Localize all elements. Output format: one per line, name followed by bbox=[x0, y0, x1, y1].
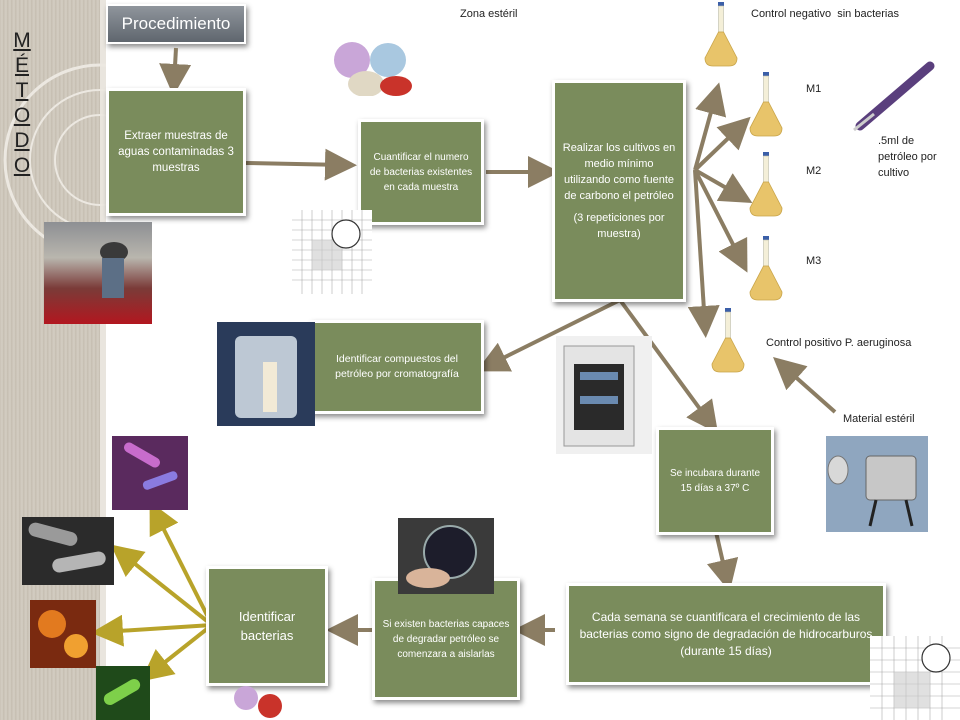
incubator-photo bbox=[556, 336, 652, 454]
title-letter: M bbox=[13, 29, 31, 52]
title-letter: T bbox=[15, 79, 29, 102]
cultures-text: Realizar los cultivos en medio mínimo ut… bbox=[562, 142, 676, 202]
arrow bbox=[140, 623, 214, 682]
title-letter: O bbox=[13, 154, 31, 177]
arrow bbox=[694, 168, 753, 203]
extract-samples-box: Extraer muestras de aguas contaminadas 3… bbox=[106, 88, 246, 216]
procedure-header: Procedimiento bbox=[106, 4, 246, 44]
petri-dishes-image-small bbox=[232, 682, 288, 720]
title-letter: É bbox=[14, 54, 29, 77]
bacteria-image-green bbox=[96, 666, 150, 720]
arrow bbox=[159, 47, 192, 96]
sidebar-edge bbox=[100, 0, 106, 720]
arrow bbox=[693, 116, 751, 172]
bacteria-image-gray bbox=[22, 517, 114, 585]
identify-bacteria-box: Identificar bacterias bbox=[206, 566, 328, 686]
arrow bbox=[476, 298, 621, 372]
petri-dishes-image bbox=[332, 38, 420, 96]
arrow bbox=[110, 544, 214, 627]
identify-compounds-box: Identificar compuestos del petróleo por … bbox=[310, 320, 484, 414]
counting-grid-image-2 bbox=[870, 636, 960, 720]
weekly-quantify-box: Cada semana se cuantificara el crecimien… bbox=[566, 583, 886, 685]
title-letter: D bbox=[14, 129, 30, 152]
arrow bbox=[693, 82, 727, 171]
title-letter: O bbox=[13, 104, 31, 127]
sterile-material-label: Material estéril bbox=[843, 413, 915, 425]
arrow bbox=[245, 148, 357, 181]
m2-label: M2 bbox=[806, 165, 822, 177]
beaker-photo bbox=[217, 322, 315, 426]
pipette-image bbox=[850, 60, 936, 132]
contaminated-water-photo bbox=[44, 222, 152, 324]
positive-control-label: Control positivo P. aeruginosa bbox=[766, 337, 912, 349]
autoclave-photo bbox=[826, 436, 928, 532]
incubate-box: Se incubara durante 15 días a 37º C bbox=[656, 427, 774, 535]
arrow bbox=[773, 357, 837, 414]
m3-label: M3 bbox=[806, 255, 822, 267]
isolate-bacteria-box: Si existen bacterias capaces de degradar… bbox=[372, 578, 520, 700]
hands-measuring-photo bbox=[398, 518, 494, 594]
sterile-zone-label: Zona estéril bbox=[460, 8, 518, 20]
arrow bbox=[693, 169, 748, 273]
cultures-box: Realizar los cultivos en medio mínimo ut… bbox=[552, 80, 686, 302]
arrow bbox=[687, 169, 720, 338]
cultures-note: (3 repeticiones por muestra) bbox=[573, 212, 665, 240]
negative-control-label: Control negativo sin bacterias bbox=[751, 8, 899, 20]
counting-grid-image bbox=[292, 210, 372, 294]
bacteria-image-orange bbox=[30, 600, 96, 668]
bacteria-image-purple bbox=[112, 436, 188, 510]
quantify-bacteria-box: Cuantificar el numero de bacterias exist… bbox=[358, 119, 484, 225]
arrow bbox=[706, 531, 739, 592]
arrow bbox=[149, 501, 214, 626]
arrow bbox=[618, 298, 719, 434]
petroleum-note: .5ml de petróleo por cultivo bbox=[878, 135, 937, 179]
m1-label: M1 bbox=[806, 83, 822, 95]
arrow bbox=[91, 614, 213, 647]
vertical-title: M É T O D O bbox=[10, 28, 34, 178]
